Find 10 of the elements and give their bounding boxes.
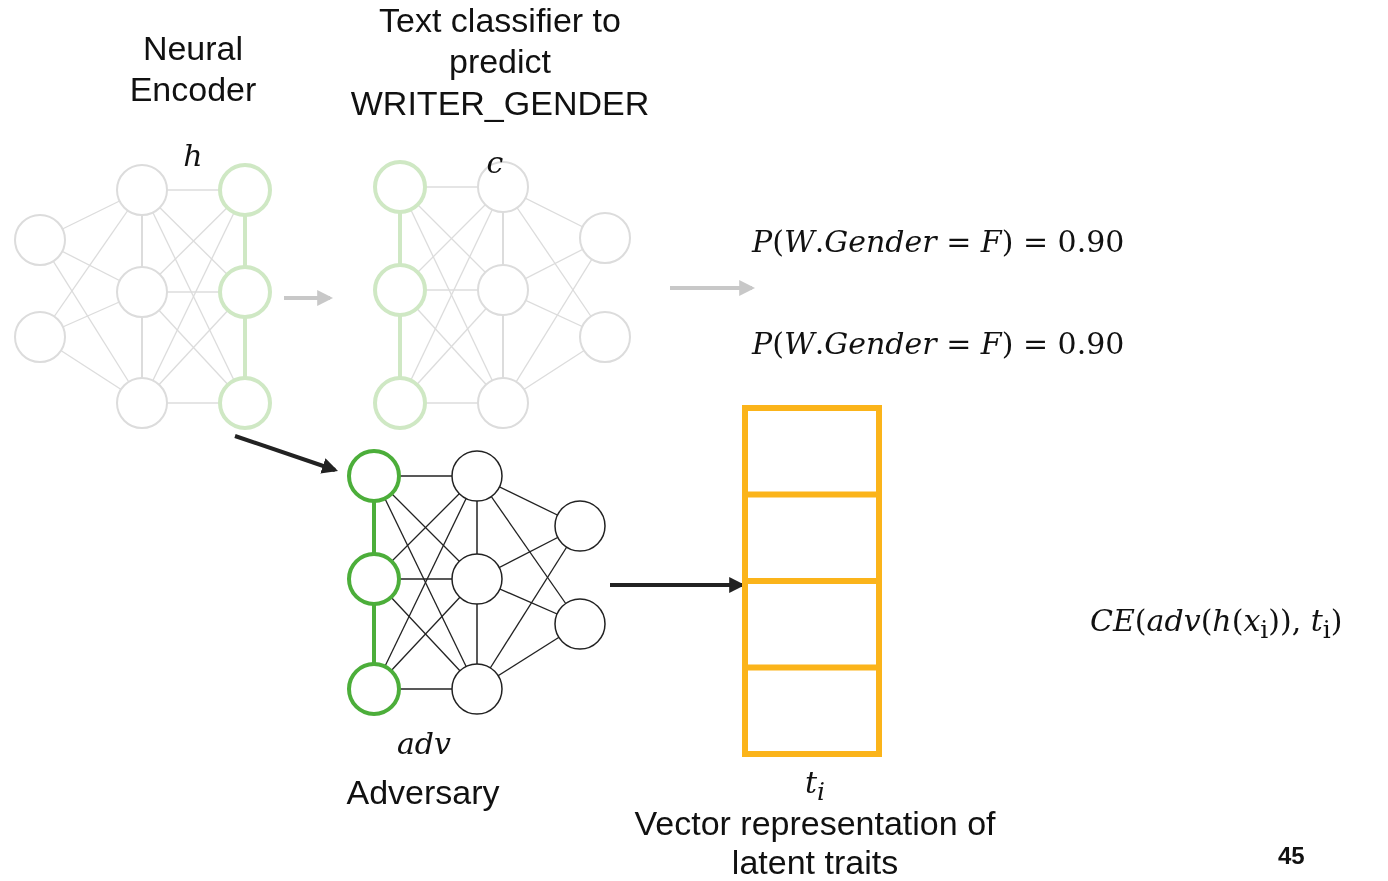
page-number: 45 bbox=[1278, 842, 1305, 870]
probability-formula: P(W.Gender = F) = 0.90 bbox=[752, 326, 1125, 361]
variable-label: adv bbox=[395, 726, 452, 763]
variable-label: h bbox=[182, 138, 204, 175]
variable-label: c bbox=[485, 145, 505, 182]
loss-formula: CE(adv(h(x$_{i}$)), t$_{i}$) bbox=[1090, 603, 1343, 644]
network-title: Adversary bbox=[345, 772, 501, 813]
probability-formula: P(W.Gender = F) = 0.90 bbox=[752, 224, 1126, 261]
network-title: Neural Encoder bbox=[128, 28, 258, 111]
network-title: Text classifier to predict WRITER_GENDER bbox=[349, 0, 651, 124]
